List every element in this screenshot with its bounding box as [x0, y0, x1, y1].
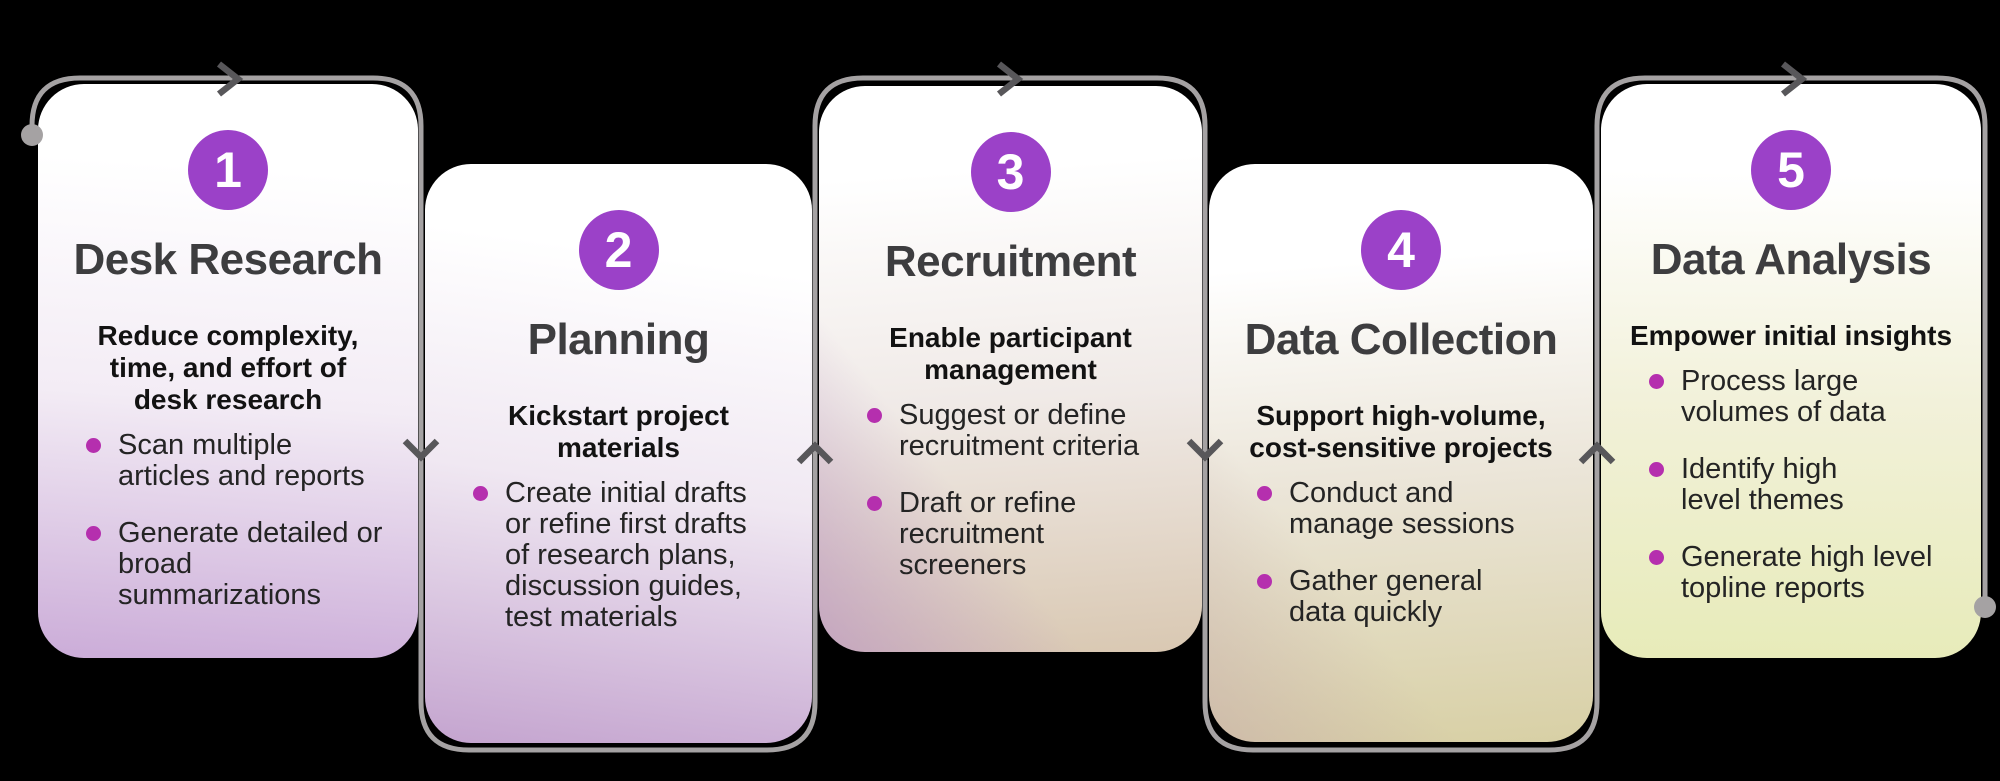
bullet-dot-icon	[473, 486, 488, 501]
step-subtitle: Support high-volume, cost-sensitive proj…	[1249, 400, 1553, 463]
bullet-text: Generate high level topline reports	[1681, 541, 1933, 604]
bullet-text: Generate detailed or broad summarization…	[118, 517, 383, 611]
step-title: Desk Research	[73, 235, 383, 284]
bullet-text: Suggest or define recruitment criteria	[899, 399, 1140, 462]
bullet-dot-icon	[867, 496, 882, 511]
bullet-dot-icon	[1649, 374, 1664, 389]
bullet-text: Gather general data quickly	[1289, 565, 1483, 628]
bullet-text: Conduct and manage sessions	[1289, 477, 1515, 540]
step-bullets: Create initial drafts or refine first dr…	[425, 478, 767, 633]
step-subtitle: Reduce complexity, time, and effort of d…	[97, 320, 359, 415]
step-title: Planning	[527, 315, 710, 364]
step-subtitle: Enable participant management	[889, 322, 1132, 385]
bullet-dot-icon	[86, 526, 101, 541]
bullet-item: Generate detailed or broad summarization…	[84, 518, 398, 611]
bullet-text: Process large volumes of data	[1681, 365, 1886, 428]
bullet-dot-icon	[1257, 486, 1272, 501]
bullet-dot-icon	[86, 438, 101, 453]
step-number-badge: 3	[970, 132, 1051, 212]
step-subtitle: Kickstart project materials	[508, 400, 729, 463]
bullet-item: Draft or refine recruitment screeners	[865, 488, 1139, 581]
bullet-item: Suggest or define recruitment criteria	[865, 400, 1139, 462]
step-title: Data Analysis	[1650, 235, 1932, 284]
bullet-dot-icon	[1257, 574, 1272, 589]
step-number-badge: 1	[188, 130, 268, 210]
bullet-item: Identify high level themes	[1647, 454, 1933, 516]
bullet-text: Draft or refine recruitment screeners	[899, 487, 1077, 581]
bullet-item: Gather general data quickly	[1255, 566, 1515, 628]
bullet-text: Identify high level themes	[1681, 453, 1844, 516]
step-number-badge: 5	[1751, 130, 1831, 210]
bullet-text: Scan multiple articles and reports	[118, 429, 365, 492]
step-title: Data Collection	[1244, 315, 1558, 364]
step-title: Recruitment	[884, 237, 1137, 286]
bullet-dot-icon	[1649, 462, 1664, 477]
step-number-badge: 2	[578, 210, 659, 290]
bullet-item: Process large volumes of data	[1647, 366, 1933, 428]
bullet-item: Conduct and manage sessions	[1255, 478, 1515, 540]
bullet-item: Scan multiple articles and reports	[84, 430, 398, 492]
bullet-dot-icon	[867, 408, 882, 423]
bullet-item: Generate high level topline reports	[1647, 542, 1933, 604]
bullet-item: Create initial drafts or refine first dr…	[471, 478, 747, 633]
step-subtitle: Empower initial insights	[1629, 320, 1953, 351]
bullet-dot-icon	[1649, 550, 1664, 565]
step-number-badge: 4	[1361, 210, 1441, 290]
bullet-text: Create initial drafts or refine first dr…	[505, 477, 747, 633]
